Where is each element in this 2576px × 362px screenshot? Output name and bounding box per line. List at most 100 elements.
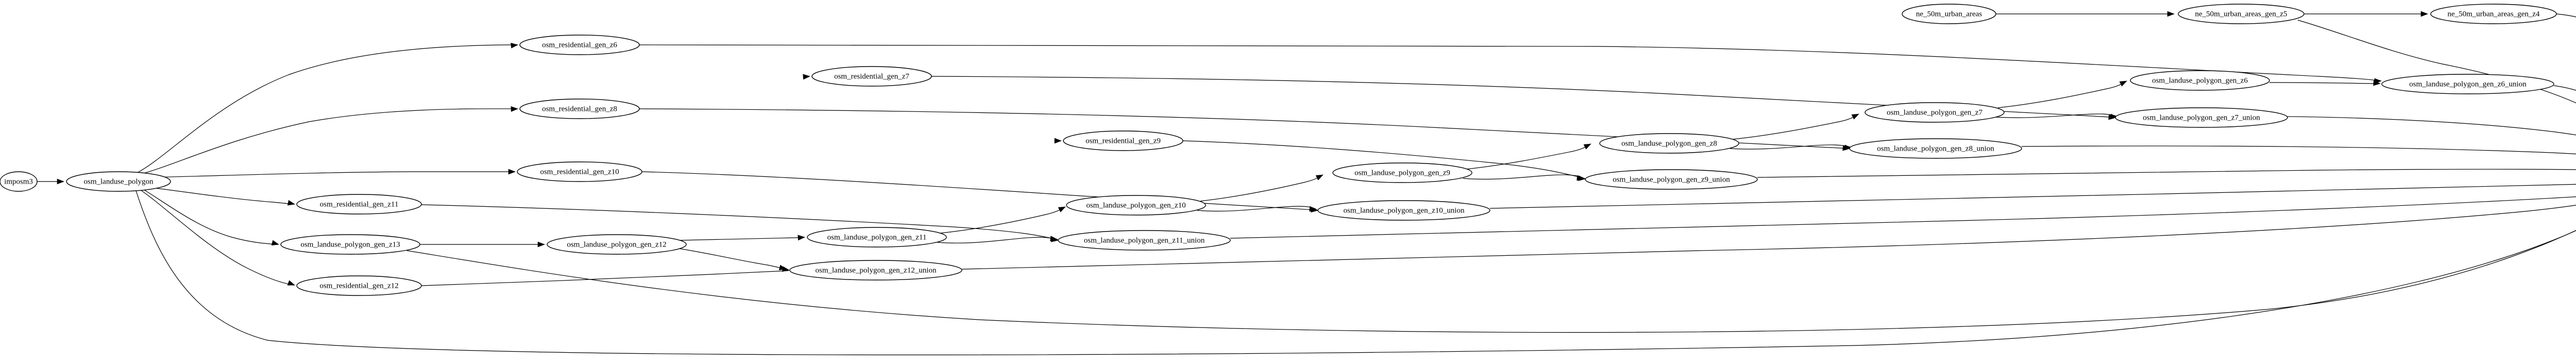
node-ellipse-osm_landuse_polygon_gen_z11_union [1058, 230, 1231, 251]
arrowhead-triangle [287, 280, 295, 286]
arrow-z6union-b [2373, 80, 2381, 86]
node-osm_landuse_polygon_gen_z10[interactable]: osm_landuse_polygon_gen_z10 [1066, 195, 1206, 216]
node-ellipse-osm_landuse_polygon_gen_z7 [1865, 102, 2005, 123]
edge-olp-to-res_z12 [140, 189, 295, 286]
node-osm_landuse_polygon_gen_z7[interactable]: osm_landuse_polygon_gen_z7 [1865, 102, 2005, 123]
node-osm_residential_gen_z6[interactable]: osm_residential_gen_z6 [519, 35, 640, 55]
node-imposm3[interactable]: imposm3 [0, 171, 38, 192]
edge-olp-to-layer_z14 [135, 190, 2576, 355]
arrowhead-triangle [798, 235, 805, 241]
arrowhead-triangle [271, 240, 279, 246]
node-ellipse-osm_landuse_polygon_gen_z8 [1599, 133, 1739, 154]
arrowheads-layer [57, 11, 2428, 286]
node-osm_residential_gen_z10[interactable]: osm_residential_gen_z10 [517, 161, 642, 182]
node-osm_landuse_polygon_gen_z13[interactable]: osm_landuse_polygon_gen_z13 [280, 234, 420, 255]
edge-olp-to-res_z6 [138, 44, 518, 173]
node-ellipse-osm_landuse_polygon_gen_z9_union [1585, 169, 1758, 190]
arrow-z8union-b [1844, 144, 1852, 151]
node-label-osm_landuse_polygon_gen_z12: osm_landuse_polygon_gen_z12 [567, 240, 666, 249]
node-ellipse-osm_residential_gen_z9 [1063, 130, 1183, 151]
edge-olp_z9-to-z9union [1463, 174, 1584, 180]
node-osm_landuse_polygon_gen_z12[interactable]: osm_landuse_polygon_gen_z12 [547, 234, 687, 255]
node-osm_residential_gen_z7[interactable]: osm_residential_gen_z7 [811, 66, 932, 87]
edge-z10union-to-layer_z10 [1489, 184, 2576, 209]
edge-olp_z13-to-layer_z13 [406, 230, 2576, 333]
node-ne_50m_urban_areas_gen_z4[interactable]: ne_50m_urban_areas_gen_z4 [2430, 4, 2557, 24]
node-osm_residential_gen_z8[interactable]: osm_residential_gen_z8 [519, 98, 640, 119]
node-label-ne_50m_urban_areas_gen_z5: ne_50m_urban_areas_gen_z5 [2195, 10, 2287, 18]
edges-layer [37, 13, 2576, 355]
node-label-osm_landuse_polygon_gen_z7_union: osm_landuse_polygon_gen_z7_union [2143, 113, 2260, 122]
node-label-osm_landuse_polygon_gen_z6_union: osm_landuse_polygon_gen_z6_union [2409, 80, 2527, 88]
node-label-osm_residential_gen_z8: osm_residential_gen_z8 [542, 105, 617, 113]
arrowhead-triangle [1844, 144, 1852, 151]
arrow-z7union-b [2110, 113, 2118, 120]
node-ne_50m_urban_areas[interactable]: ne_50m_urban_areas [1902, 4, 1996, 24]
arrow-olp_z10 [1058, 206, 1066, 212]
edge-olp-to-res_z11 [144, 186, 295, 205]
node-osm_landuse_polygon_gen_z6_union[interactable]: osm_landuse_polygon_gen_z6_union [2381, 74, 2554, 94]
node-osm_landuse_polygon_gen_z9_union[interactable]: osm_landuse_polygon_gen_z9_union [1585, 169, 1758, 190]
arrowhead-triangle [1315, 174, 1324, 180]
node-osm_landuse_polygon_gen_z8_union[interactable]: osm_landuse_polygon_gen_z8_union [1849, 138, 2022, 159]
node-osm_landuse_polygon_gen_z6[interactable]: osm_landuse_polygon_gen_z6 [2130, 70, 2270, 91]
arrow-ne_z4 [2420, 11, 2428, 17]
node-ellipse-osm_landuse_polygon_gen_z11 [807, 227, 947, 248]
arrowhead-triangle [1577, 175, 1584, 181]
arrow-olp_z11 [798, 235, 805, 241]
node-ellipse-osm_landuse_polygon_gen_z10 [1066, 195, 1206, 216]
edge-z8union-to-layer_z8 [2021, 145, 2576, 155]
arrow-res_z10 [508, 169, 516, 175]
arrow-res_z11 [287, 200, 295, 206]
arrowhead-triangle [511, 42, 518, 48]
node-label-osm_landuse_polygon_gen_z9: osm_landuse_polygon_gen_z9 [1354, 169, 1450, 177]
node-ne_50m_urban_areas_gen_z5[interactable]: ne_50m_urban_areas_gen_z5 [2178, 4, 2304, 24]
node-label-osm_residential_gen_z9: osm_residential_gen_z9 [1086, 137, 1161, 145]
edge-ne_z5-to-layer_z5 [2297, 20, 2576, 104]
arrowhead-triangle [2373, 80, 2381, 86]
node-osm_landuse_polygon[interactable]: osm_landuse_polygon [66, 171, 171, 192]
node-osm_residential_gen_z11[interactable]: osm_residential_gen_z11 [296, 194, 422, 215]
node-label-osm_landuse_polygon_gen_z13: osm_landuse_polygon_gen_z13 [300, 240, 400, 249]
node-ellipse-osm_landuse_polygon_gen_z6_union [2381, 74, 2554, 94]
node-label-osm_landuse_polygon_gen_z10_union: osm_landuse_polygon_gen_z10_union [1344, 206, 1465, 215]
arrowhead-triangle [1583, 143, 1591, 150]
arrowhead-triangle [803, 74, 810, 80]
node-label-imposm3: imposm3 [4, 177, 33, 186]
arrow-res_z9 [1054, 138, 1062, 144]
arrowhead-triangle [537, 241, 545, 248]
edge-olp_z9-to-olp_z8 [1466, 143, 1591, 170]
arrowhead-triangle [1054, 138, 1062, 144]
arrow-olp_z8 [1583, 143, 1591, 150]
node-label-osm_landuse_polygon: osm_landuse_polygon [84, 177, 154, 186]
arrow-olp_z9 [1315, 174, 1324, 180]
arrow-res_z8 [511, 106, 518, 112]
node-label-osm_residential_gen_z12: osm_residential_gen_z12 [319, 282, 398, 290]
node-ellipse-osm_landuse_polygon_gen_z10_union [1317, 200, 1490, 221]
arrow-olp_z7 [1851, 113, 1859, 120]
arrow-olp_z13 [271, 240, 279, 246]
node-osm_landuse_polygon_gen_z11_union[interactable]: osm_landuse_polygon_gen_z11_union [1058, 230, 1231, 251]
node-osm_landuse_polygon_gen_z9[interactable]: osm_landuse_polygon_gen_z9 [1332, 162, 1472, 183]
node-label-ne_50m_urban_areas: ne_50m_urban_areas [1916, 10, 1982, 18]
node-osm_residential_gen_z9[interactable]: osm_residential_gen_z9 [1063, 130, 1183, 151]
arrow-ne_z5 [2167, 11, 2175, 17]
node-ellipse-osm_residential_gen_z12 [296, 275, 422, 296]
node-ellipse-osm_landuse_polygon_gen_z6 [2130, 70, 2270, 91]
node-label-ne_50m_urban_areas_gen_z4: ne_50m_urban_areas_gen_z4 [2447, 10, 2540, 18]
edge-olp_z11-to-olp_z10 [940, 206, 1066, 234]
node-osm_landuse_polygon_gen_z8[interactable]: osm_landuse_polygon_gen_z8 [1599, 133, 1739, 154]
node-osm_landuse_polygon_gen_z10_union[interactable]: osm_landuse_polygon_gen_z10_union [1317, 200, 1490, 221]
arrow-z9union-b [1577, 175, 1584, 181]
node-label-osm_residential_gen_z10: osm_residential_gen_z10 [540, 168, 619, 176]
node-osm_landuse_polygon_gen_z11[interactable]: osm_landuse_polygon_gen_z11 [807, 227, 947, 248]
node-ellipse-osm_landuse_polygon_gen_z8_union [1849, 138, 2022, 159]
node-osm_landuse_polygon_gen_z7_union[interactable]: osm_landuse_polygon_gen_z7_union [2115, 107, 2288, 128]
edge-res_z11-to-z11union [421, 204, 1059, 241]
node-osm_landuse_polygon_gen_z12_union[interactable]: osm_landuse_polygon_gen_z12_union [789, 260, 962, 281]
arrowhead-triangle [57, 178, 64, 185]
arrowhead-triangle [508, 169, 516, 175]
node-osm_residential_gen_z12[interactable]: osm_residential_gen_z12 [296, 275, 422, 296]
